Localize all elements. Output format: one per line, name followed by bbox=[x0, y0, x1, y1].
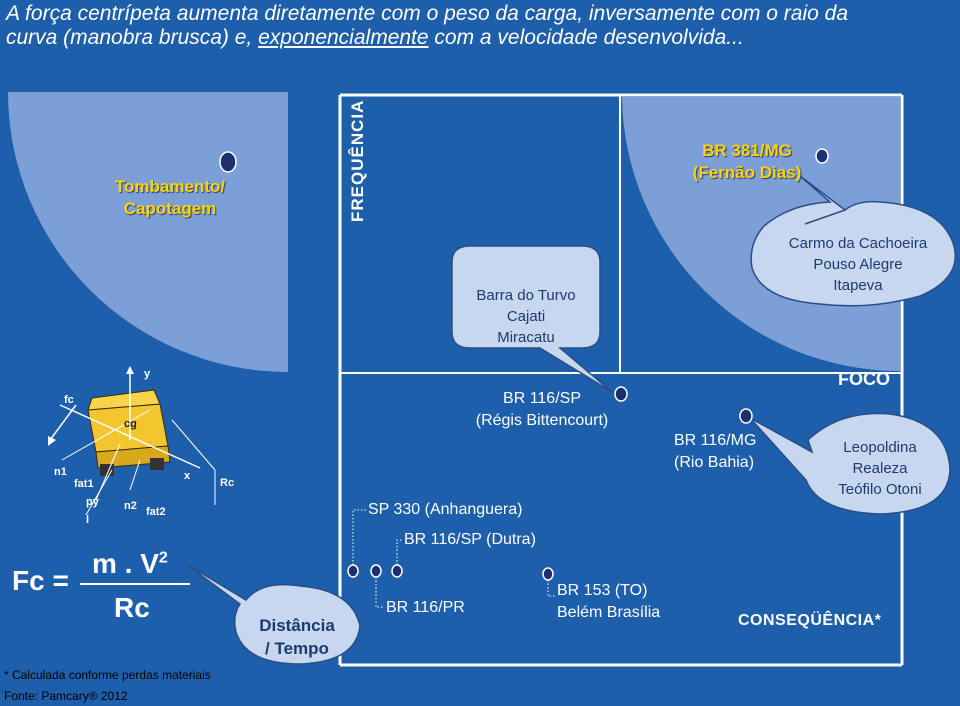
footnote-calc: * Calculada conforme perdas materiais bbox=[4, 668, 211, 682]
truck-label-py: py bbox=[86, 496, 99, 508]
br116sp-dutra-label: BR 116/SP (Dutra) bbox=[404, 531, 536, 548]
truck-illustration bbox=[48, 366, 216, 516]
br116sp-regis-label: BR 116/SP (Régis Bittencourt) bbox=[475, 390, 609, 429]
br116pr-label: BR 116/PR bbox=[386, 599, 465, 616]
y-axis-label: FREQUÊNCIA bbox=[348, 99, 367, 222]
truck-label-fat2: fat2 bbox=[146, 506, 166, 518]
leader-lines bbox=[352, 509, 556, 608]
bubble-city: Teófilo Otoni bbox=[838, 481, 922, 498]
formula-exponent: 2 bbox=[158, 549, 168, 567]
bubble-city: Cajati bbox=[506, 308, 546, 325]
truck-label-cg: cg bbox=[124, 418, 137, 430]
br116sp-dutra-marker bbox=[391, 564, 403, 578]
footnote-source: Fonte: Pamcary® 2012 bbox=[4, 689, 128, 703]
rollover-marker bbox=[219, 151, 237, 173]
leopoldina-bubble-text: Leopoldina Realeza Teófilo Otoni bbox=[812, 437, 948, 500]
br153-label: BR 153 (TO) Belém Brasília bbox=[557, 582, 661, 621]
truck-label-rc: Rc bbox=[220, 477, 235, 489]
truck-label-x: x bbox=[184, 470, 191, 482]
br116pr-marker bbox=[370, 564, 382, 578]
bubble-city: Itapeva bbox=[833, 277, 883, 294]
carmo-bubble-text: Carmo da Cachoeira Pouso Alegre Itapeva bbox=[758, 233, 958, 296]
bubble-city: Miracatu bbox=[497, 329, 555, 346]
truck-label-fc: fc bbox=[64, 394, 74, 406]
formula-lhs: Fc = bbox=[12, 565, 69, 596]
br116mg-marker bbox=[739, 408, 753, 424]
formula-numerator: m . V2 bbox=[92, 548, 168, 579]
br381-label: BR 381/MG (Fernão Dias) bbox=[692, 141, 802, 182]
bubble-city: Realeza bbox=[852, 460, 908, 477]
carmo-speech-bubble bbox=[750, 175, 956, 307]
leopoldina-speech-bubble bbox=[749, 412, 951, 515]
bubble-city: Barra do Turvo bbox=[476, 287, 576, 304]
truck-label-n1: n1 bbox=[54, 466, 67, 478]
br116mg-label: BR 116/MG (Rio Bahia) bbox=[674, 432, 757, 471]
truck-label-l: l bbox=[86, 514, 90, 526]
focus-label: FOCO bbox=[838, 369, 890, 389]
barra-bubble-text: Barra do Turvo Cajati Miracatu bbox=[456, 285, 596, 348]
barra-speech-bubble bbox=[451, 245, 613, 393]
br381-marker bbox=[815, 148, 829, 164]
rollover-quadrant-shape bbox=[8, 92, 288, 372]
formula-denominator: Rc bbox=[114, 592, 150, 623]
rollover-label: Tombamento/ Capotagem bbox=[114, 177, 226, 218]
title-line-2: curva (manobra brusca) e, exponencialmen… bbox=[6, 26, 744, 49]
sp330-marker bbox=[347, 564, 359, 578]
page-title: A força centrípeta aumenta diretamente c… bbox=[6, 2, 956, 50]
distance-time-label: Distância / Tempo bbox=[259, 616, 335, 658]
br116sp-regis-marker bbox=[614, 386, 628, 402]
truck-label-y: y bbox=[144, 368, 151, 380]
truck-label-fat1: fat1 bbox=[74, 478, 94, 490]
distance-time-speech-bubble bbox=[185, 563, 361, 665]
x-axis-label: CONSEQÜÊNCIA* bbox=[738, 612, 882, 629]
title-line-1: A força centrípeta aumenta diretamente c… bbox=[6, 2, 849, 25]
bubble-city: Carmo da Cachoeira bbox=[788, 235, 928, 252]
sp330-label: SP 330 (Anhanguera) bbox=[368, 501, 523, 518]
br153-marker bbox=[542, 567, 554, 581]
truck-label-n2: n2 bbox=[124, 500, 137, 512]
bubble-city: Pouso Alegre bbox=[813, 256, 903, 273]
bubble-city: Leopoldina bbox=[843, 439, 917, 456]
